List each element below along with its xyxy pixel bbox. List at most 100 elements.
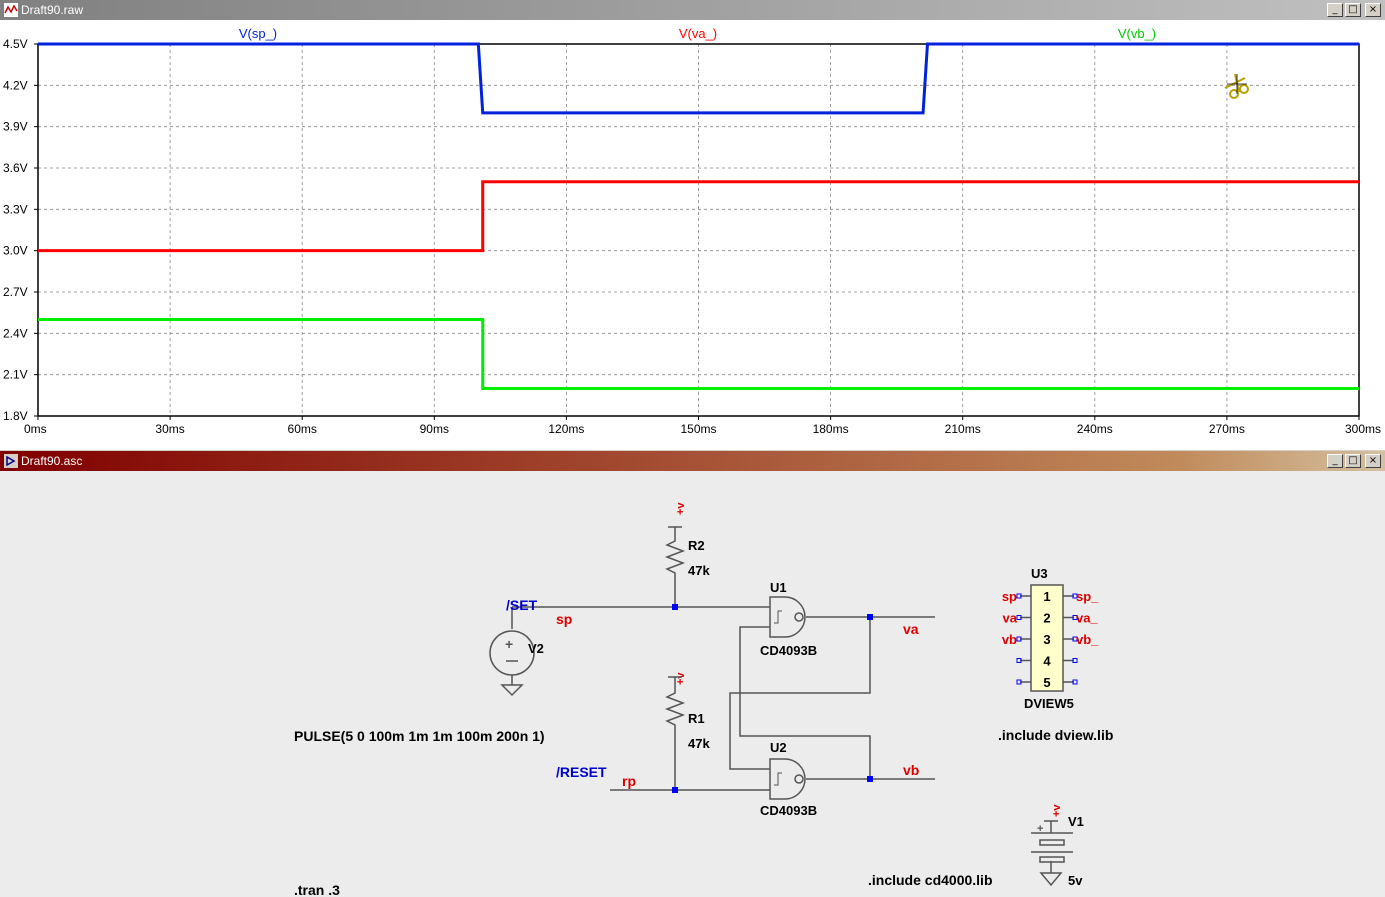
y-axis: 4.5V 4.2V 3.9V 3.6V 3.3V 3.0V 2.7V 2.4V 2.1V 1.8V	[3, 37, 38, 423]
v1-value: 5v	[1068, 873, 1083, 888]
u3-pin-number: 4	[1043, 654, 1051, 669]
waveform-app-icon	[4, 3, 18, 17]
v1-plus-icon: +	[1037, 823, 1043, 835]
u3-pin-terminal-left	[1016, 593, 1022, 599]
u3-pin-terminal-right	[1072, 658, 1078, 663]
u3-pin-terminal-right	[1072, 615, 1078, 620]
x-tick-label: 30ms	[155, 422, 184, 436]
u3-label: U3	[1031, 566, 1048, 581]
close-button[interactable]: ×	[1365, 454, 1381, 468]
u3-right-net-label: vb_	[1076, 632, 1099, 647]
v2-label: V2	[528, 641, 544, 656]
resistor-r1[interactable]: +v R1 47k	[664, 672, 710, 751]
waveform-window: Draft90.raw _ □ × 4.5V 4.2V 3.9V 3.6V 3.3V 3.…	[0, 0, 1385, 450]
plot-traces	[38, 42, 1359, 390]
r2-label: R2	[688, 538, 705, 553]
waveform-window-title: Draft90.raw	[21, 3, 84, 17]
u3-pin-number: 1	[1043, 589, 1050, 604]
y-tick-label: 1.8V	[3, 409, 28, 423]
u3-pin-number: 3	[1043, 632, 1050, 647]
battery-v1[interactable]: +v + V1 5v	[1031, 804, 1084, 888]
u3-pin-terminal-left	[1016, 615, 1022, 620]
u3-pin-terminal-right	[1072, 679, 1078, 685]
legend-va[interactable]: V(va_)	[679, 26, 717, 41]
u2-label: U2	[770, 740, 787, 755]
u3-left-net-label: va	[1003, 611, 1018, 626]
minimize-button[interactable]: _	[1327, 3, 1343, 17]
x-tick-label: 180ms	[813, 422, 849, 436]
u3-pin-number: 5	[1043, 675, 1050, 690]
v1-label: V1	[1068, 814, 1084, 829]
y-tick-label: 2.7V	[3, 285, 28, 299]
include-cd4000-directive[interactable]: .include cd4000.lib	[868, 872, 993, 888]
u1-label: U1	[770, 580, 787, 595]
reset-label[interactable]: /RESET	[556, 764, 607, 780]
y-tick-label: 3.9V	[3, 120, 28, 134]
x-tick-label: 240ms	[1077, 422, 1113, 436]
r1-label: R1	[688, 711, 705, 726]
u2-part: CD4093B	[760, 803, 817, 818]
x-tick-label: 60ms	[288, 422, 317, 436]
schematic-canvas[interactable]: +v R2 47k +v R1 47k + V2 /SET sp /RESET …	[0, 471, 1385, 897]
y-tick-label: 3.3V	[3, 202, 28, 216]
x-tick-label: 0ms	[24, 422, 47, 436]
x-tick-label: 300ms	[1345, 422, 1381, 436]
plot-grid	[38, 44, 1359, 416]
y-tick-label: 3.0V	[3, 244, 28, 258]
y-tick-label: 4.2V	[3, 78, 28, 92]
resistor-r2[interactable]: +v R2 47k	[664, 502, 710, 578]
u3-pin-terminal-left	[1016, 658, 1022, 663]
schematic-titlebar[interactable]: Draft90.asc _ □ ×	[0, 451, 1385, 471]
y-tick-label: 2.4V	[3, 326, 28, 340]
rp-label[interactable]: rp	[622, 773, 636, 789]
trace-sp	[38, 42, 1359, 115]
schematic-app-icon	[4, 454, 18, 468]
pulse-directive[interactable]: PULSE(5 0 100m 1m 1m 100m 200n 1)	[294, 728, 545, 744]
nand-gate-u2[interactable]: U2 CD4093B	[760, 740, 817, 818]
r1-value: 47k	[688, 736, 710, 751]
scissors-cursor-icon	[1224, 73, 1249, 99]
trace-vb	[38, 318, 1359, 390]
y-tick-label: 3.6V	[3, 161, 28, 175]
close-button[interactable]: ×	[1365, 3, 1381, 17]
v2-plus-icon: +	[505, 636, 513, 652]
schematic-window: Draft90.asc _ □ ×	[0, 451, 1385, 897]
r1-supply-label: +v	[675, 672, 687, 685]
nand-gate-u1[interactable]: U1 CD4093B	[760, 580, 817, 658]
tran-directive[interactable]: .tran .3	[294, 882, 340, 897]
sp-label[interactable]: sp	[556, 611, 572, 627]
voltage-source-v2[interactable]: + V2	[489, 630, 544, 697]
schematic-window-title: Draft90.asc	[21, 454, 83, 468]
vb-label[interactable]: vb	[903, 762, 919, 778]
u3-part: DVIEW5	[1024, 696, 1074, 711]
maximize-button[interactable]: □	[1345, 3, 1361, 17]
minimize-button[interactable]: _	[1327, 454, 1343, 468]
set-label[interactable]: /SET	[506, 597, 538, 613]
va-label[interactable]: va	[903, 621, 919, 637]
u3-pin-terminal-left	[1016, 636, 1022, 642]
u3-pin-number: 2	[1043, 611, 1050, 626]
maximize-button[interactable]: □	[1345, 454, 1361, 468]
waveform-titlebar[interactable]: Draft90.raw _ □ ×	[0, 0, 1385, 20]
r2-value: 47k	[688, 563, 710, 578]
u3-pin-terminal-right	[1072, 593, 1078, 599]
junction-dots	[672, 604, 873, 793]
y-tick-label: 4.5V	[3, 37, 28, 51]
u1-part: CD4093B	[760, 643, 817, 658]
x-tick-label: 120ms	[548, 422, 584, 436]
x-tick-label: 210ms	[945, 422, 981, 436]
u3-pin-terminal-right	[1072, 636, 1078, 642]
x-tick-label: 150ms	[680, 422, 716, 436]
u3-pin-terminal-left	[1016, 679, 1022, 685]
u3-left-net-label: sp	[1002, 589, 1017, 604]
x-tick-label: 270ms	[1209, 422, 1245, 436]
r2-supply-label: +v	[675, 502, 687, 515]
waveform-plot[interactable]: 4.5V 4.2V 3.9V 3.6V 3.3V 3.0V 2.7V 2.4V 2.1V 1.8V…	[0, 20, 1385, 450]
u3-left-net-label: vb	[1002, 632, 1017, 647]
legend-vb[interactable]: V(vb_)	[1118, 26, 1156, 41]
include-dview-directive[interactable]: .include dview.lib	[998, 727, 1113, 743]
y-tick-label: 2.1V	[3, 368, 28, 382]
legend-sp[interactable]: V(sp_)	[239, 26, 277, 41]
